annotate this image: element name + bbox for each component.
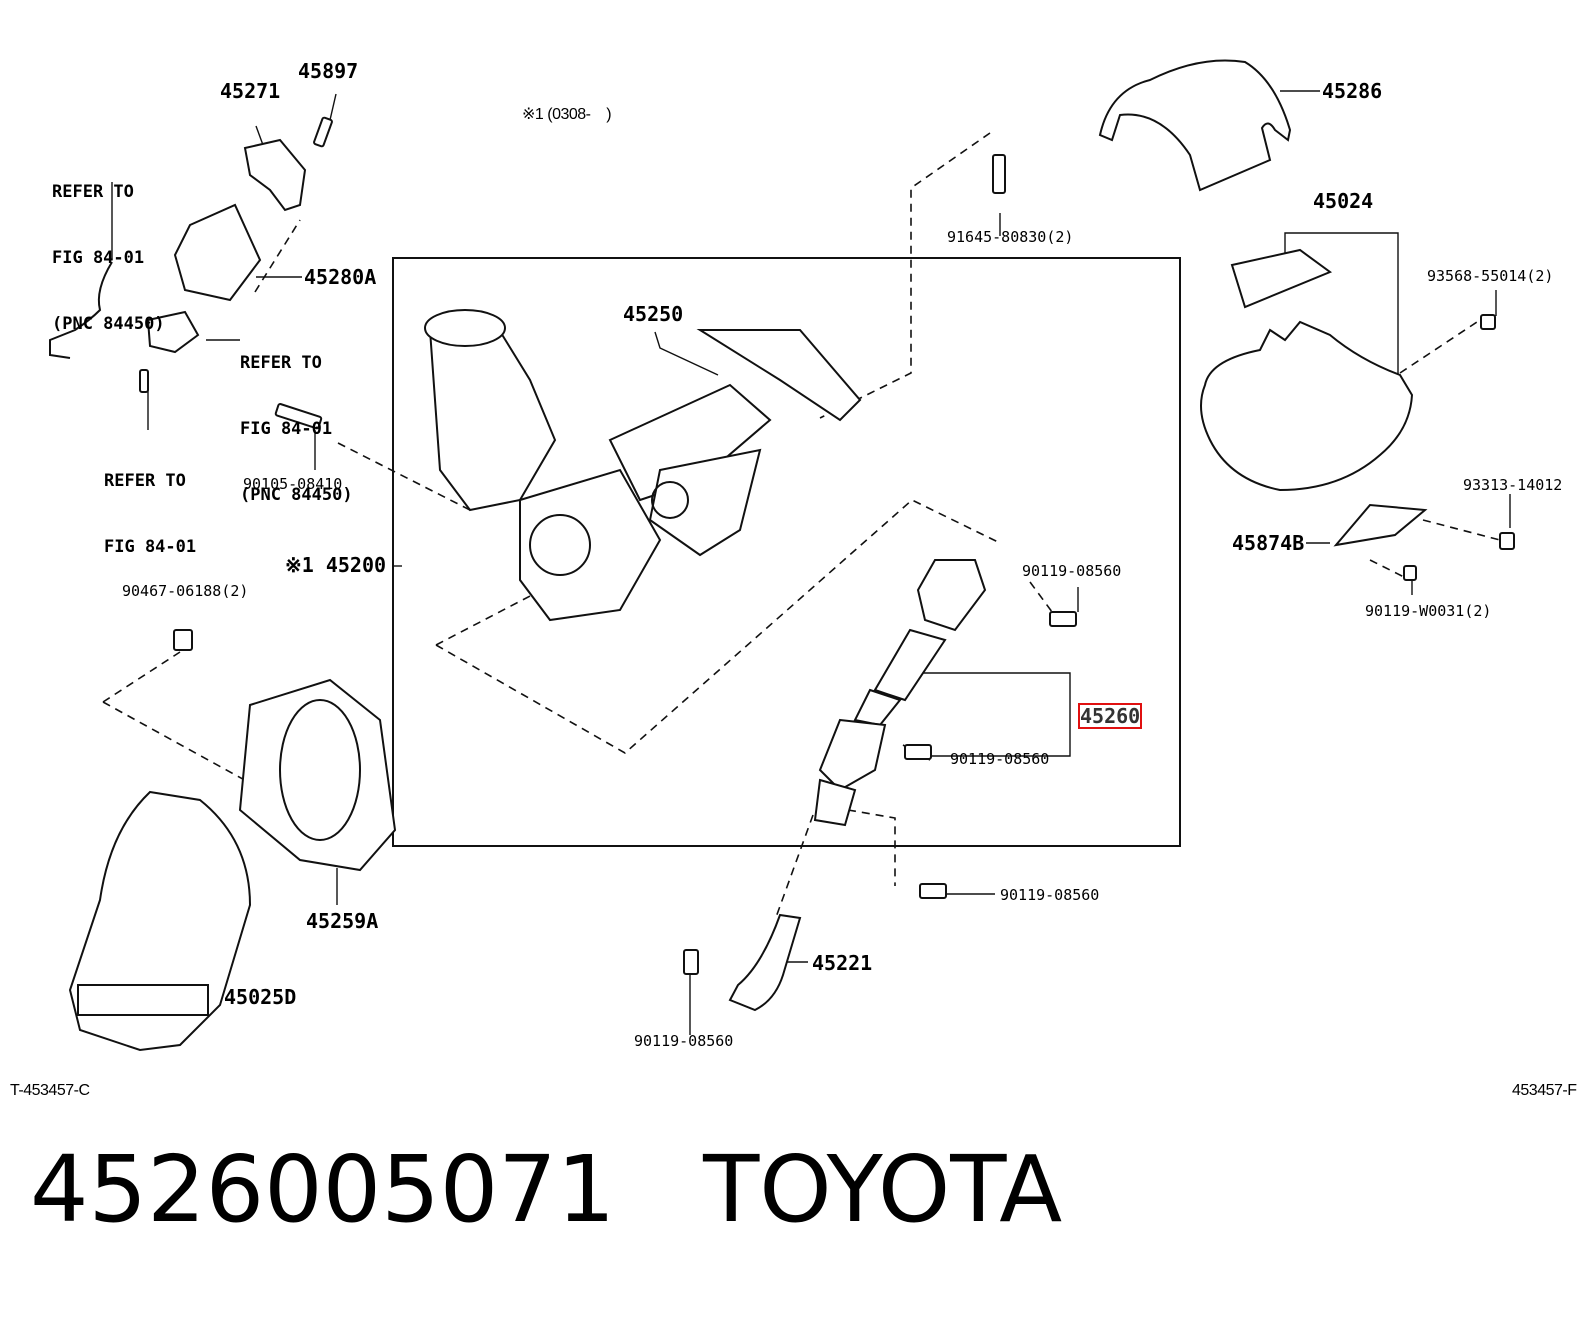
refer-fig-3-line-1: REFER TO — [104, 471, 186, 491]
refer-fig-3-line-2: FIG 84-01 — [104, 537, 197, 557]
label-45221: 45221 — [812, 951, 873, 975]
assembly-box — [392, 257, 1181, 847]
lower-column-cover — [1200, 320, 1414, 492]
column-hole-cover-boot — [68, 790, 252, 1052]
footer-part-number: 4526005071 — [30, 1136, 616, 1243]
product-footer: 4526005071 TOYOTA — [30, 1140, 1062, 1240]
box-note-label: ※1 (0308- ) — [522, 106, 612, 123]
column-clamp — [243, 138, 307, 212]
footer-brand: TOYOTA — [703, 1136, 1063, 1243]
label-45200: ※1 45200 — [285, 553, 387, 577]
label-91645-80830: 91645-80830(2) — [947, 228, 1074, 246]
refer-fig-1-line-2: FIG 84-01 — [52, 248, 145, 268]
label-93313-14012: 93313-14012 — [1463, 476, 1563, 494]
steering-column-assembly — [424, 309, 862, 622]
label-45259A: 45259A — [306, 909, 379, 933]
label-45897: 45897 — [298, 59, 359, 83]
fasteners — [139, 116, 1515, 975]
wiring-harness — [49, 261, 113, 359]
label-90119-08560-a: 90119-08560 — [1022, 562, 1122, 580]
label-90105-08410: 90105-08410 — [243, 475, 343, 493]
refer-fig-label-2: REFER TO FIG 84-01 (PNC 84450) — [240, 308, 353, 528]
label-45271: 45271 — [220, 79, 281, 103]
upper-column-cover — [1098, 59, 1292, 192]
label-45260-highlighted[interactable]: 45260 — [1077, 703, 1143, 729]
column-hole-cover — [238, 678, 397, 872]
figure-ref-left: T-453457-C — [10, 1082, 90, 1099]
label-45250: 45250 — [623, 302, 684, 326]
label-45280A: 45280A — [304, 265, 377, 289]
steering-shaft-end — [728, 913, 802, 1012]
label-93568-55014: 93568-55014(2) — [1427, 267, 1554, 285]
column-bracket — [173, 203, 262, 302]
cover-bracket — [1230, 248, 1333, 309]
dashed-leaders — [102, 132, 1501, 921]
label-90467-06188: 90467-06188(2) — [122, 582, 249, 600]
label-90119-08560-c: 90119-08560 — [1000, 886, 1100, 904]
solid-leaders — [111, 90, 1511, 1035]
label-90119-W0031: 90119-W0031(2) — [1365, 602, 1492, 620]
sensor-connector — [146, 310, 200, 354]
label-90119-08560-d: 90119-08560 — [634, 1032, 734, 1050]
refer-fig-label-1: REFER TO FIG 84-01 (PNC 84450) — [52, 137, 165, 357]
refer-fig-1-line-3: (PNC 84450) — [52, 314, 165, 334]
label-90119-08560-b: 90119-08560 — [950, 750, 1050, 768]
refer-fig-label-3: REFER TO FIG 84-01 — [104, 426, 196, 580]
intermediate-shaft — [813, 559, 987, 827]
figure-ref-right: 453457-F — [1512, 1082, 1577, 1099]
label-45874B: 45874B — [1232, 531, 1305, 555]
refer-fig-2-line-3: (PNC 84450) — [240, 485, 353, 505]
label-45024: 45024 — [1313, 189, 1374, 213]
refer-fig-2-line-2: FIG 84-01 — [240, 419, 333, 439]
cover-plate — [1333, 503, 1428, 547]
refer-fig-2-line-1: REFER TO — [240, 353, 322, 373]
label-45286: 45286 — [1322, 79, 1383, 103]
refer-fig-1-line-1: REFER TO — [52, 182, 134, 202]
label-45025D: 45025D — [224, 985, 297, 1009]
